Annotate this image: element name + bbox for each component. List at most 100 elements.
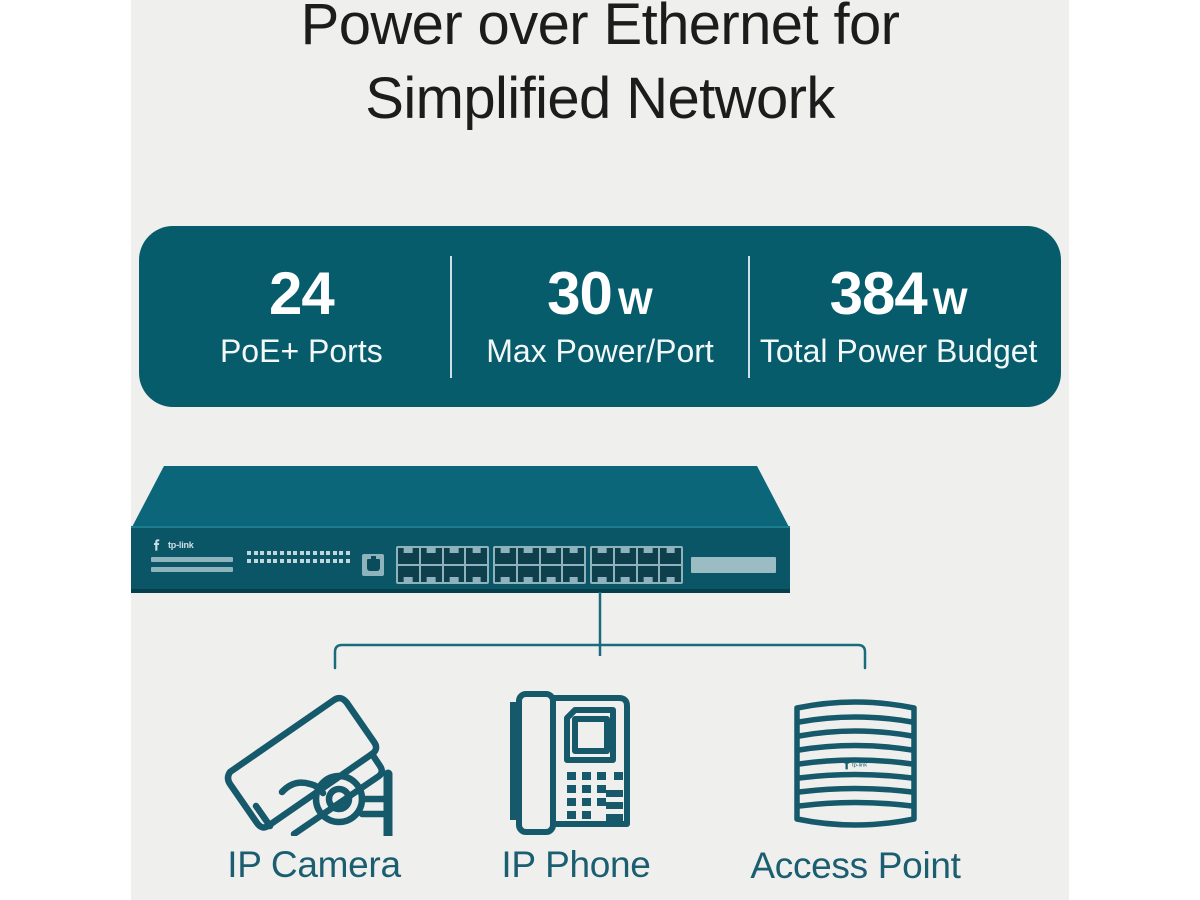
led-indicator [306, 551, 311, 555]
rj45-port [420, 548, 442, 564]
rj45-port [517, 548, 539, 564]
svg-text:tp-link: tp-link [852, 763, 867, 769]
led-indicator [279, 559, 284, 563]
port-bank-2 [493, 546, 586, 584]
led-indicator [286, 551, 291, 555]
rj45-port [563, 566, 584, 582]
device-ip-camera-label: IP Camera [227, 844, 401, 885]
stat-max-power-number: 30 [547, 260, 613, 328]
led-indicator [260, 551, 265, 555]
rj45-port [517, 566, 539, 582]
led-indicator [293, 559, 298, 563]
device-ip-phone: IP Phone [486, 686, 666, 886]
led-indicator [299, 559, 304, 563]
led-indicator [247, 559, 251, 563]
switch-brand-bar-1 [151, 557, 233, 562]
rj45-port [614, 548, 636, 564]
led-indicator [279, 551, 284, 555]
led-indicator [273, 559, 278, 563]
led-indicator [247, 551, 251, 555]
led-indicator [345, 559, 350, 563]
led-indicator [266, 559, 271, 563]
port-bank-1 [396, 546, 489, 584]
poe-switch-illustration: tp-link [131, 466, 790, 593]
switch-front-face: tp-link [131, 526, 790, 593]
switch-led-array [247, 551, 353, 563]
led-indicator [326, 551, 331, 555]
led-indicator [326, 559, 331, 563]
led-indicator [319, 551, 324, 555]
led-indicator [306, 559, 311, 563]
led-indicator [332, 559, 337, 563]
switch-top-lid [131, 466, 790, 529]
rj45-port [637, 548, 659, 564]
rj45-port [660, 566, 681, 582]
rj45-port [398, 548, 419, 564]
tp-link-logo-icon [153, 539, 160, 551]
led-indicator [253, 559, 258, 563]
led-indicator [260, 559, 265, 563]
rj45-port [592, 566, 613, 582]
device-ip-camera: IP Camera [204, 686, 424, 886]
page-title-line-1: Power over Ethernet for [300, 0, 900, 57]
rj45-port [614, 566, 636, 582]
device-ip-phone-label: IP Phone [501, 844, 651, 885]
led-indicator [253, 551, 258, 555]
rj45-port [540, 548, 562, 564]
rj45-port [466, 566, 487, 582]
rj45-port [420, 566, 442, 582]
stat-total-budget-label: Total Power Budget [759, 332, 1038, 369]
stat-poe-ports: 24 PoE+ Ports [153, 263, 450, 369]
stat-poe-ports-label: PoE+ Ports [219, 332, 383, 369]
rj45-port [540, 566, 562, 582]
device-access-point: tp-link Access Point [723, 686, 988, 887]
led-indicator [319, 559, 324, 563]
led-indicator [286, 559, 291, 563]
stat-poe-ports-number: 24 [268, 260, 335, 328]
led-indicator [312, 551, 317, 555]
port-bank-3 [590, 546, 683, 584]
rj45-port [495, 548, 516, 564]
rj45-port [443, 566, 465, 582]
led-indicator [339, 551, 344, 555]
rj45-port [637, 566, 659, 582]
connected-devices-row: IP Camera [131, 686, 1069, 900]
stat-max-power-label: Max Power/Port [486, 332, 714, 369]
rj45-port [398, 566, 419, 582]
switch-brand: tp-link [151, 538, 233, 572]
device-access-point-label: Access Point [750, 845, 961, 886]
console-port-icon [362, 554, 384, 576]
stat-total-budget-unit: W [932, 281, 968, 323]
tree-connector-icon [333, 592, 867, 670]
stat-poe-ports-value: 24 [157, 263, 446, 324]
page-title: Power over Ethernet for Simplified Netwo… [131, 0, 1069, 136]
rj45-port [660, 548, 681, 564]
led-indicator [299, 551, 304, 555]
stat-divider-2 [748, 255, 751, 378]
rj45-port [466, 548, 487, 564]
led-indicator [312, 559, 317, 563]
stat-divider-1 [449, 255, 452, 378]
ip-phone-icon [510, 691, 630, 835]
stat-max-power-unit: W [617, 281, 653, 323]
access-point-icon: tp-link [794, 699, 917, 828]
led-indicator [345, 551, 350, 555]
rj45-port [563, 548, 584, 564]
page-title-line-2: Simplified Network [365, 66, 835, 132]
led-indicator [339, 559, 344, 563]
rj45-port [592, 548, 613, 564]
led-indicator [293, 551, 298, 555]
rj45-port [495, 566, 516, 582]
led-indicator [332, 551, 337, 555]
stat-total-budget-number: 384 [829, 260, 928, 328]
led-indicator [273, 551, 278, 555]
switch-brand-label: tp-link [168, 540, 194, 550]
switch-brand-bar-2 [151, 567, 233, 572]
rj45-port [443, 548, 465, 564]
